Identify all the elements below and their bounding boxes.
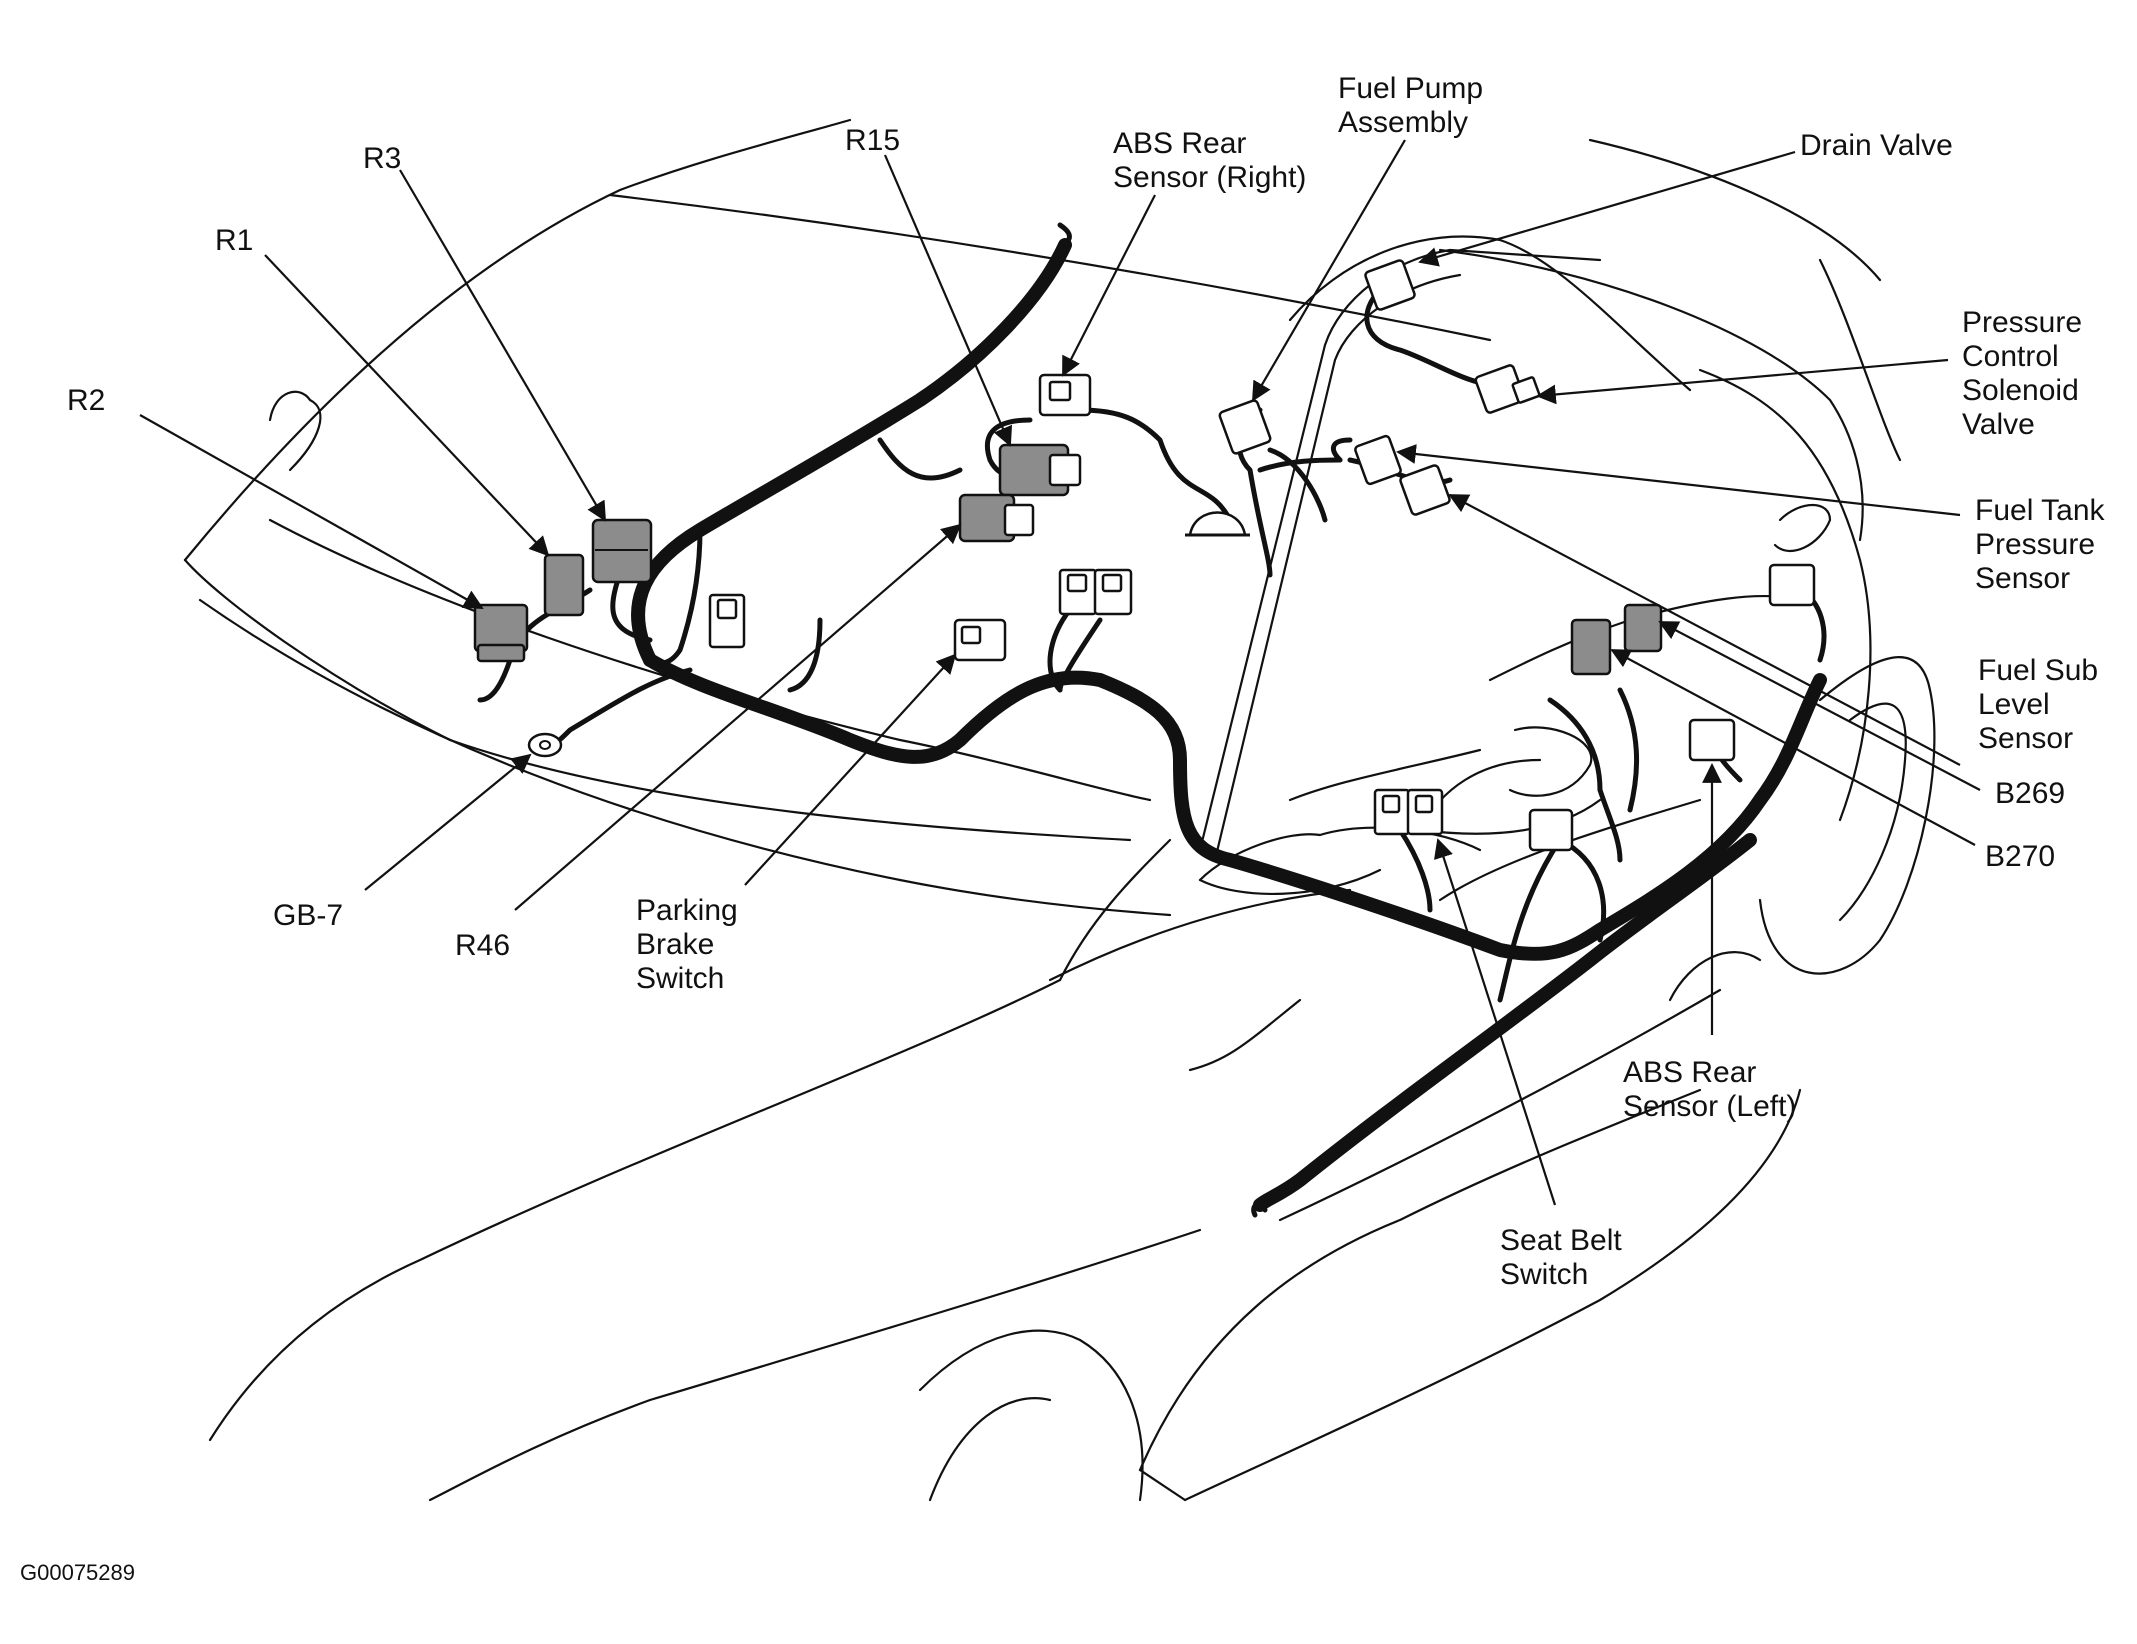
connector-fuel-sub-level <box>1399 464 1451 516</box>
car-body-outline <box>183 118 1936 1502</box>
label-drain-valve: Drain Valve <box>1800 129 1953 162</box>
label-seat-belt-switch: Seat Belt Switch <box>1500 1224 1630 1291</box>
labels: R3 R1 R2 R15 ABS Rear Sensor (Right) Fue… <box>20 72 2113 1585</box>
label-b270: B270 <box>1985 840 2055 873</box>
label-parking-brake-switch: Parking Brake Switch <box>636 894 746 995</box>
ground-gb7 <box>527 732 563 758</box>
label-abs-rear-right: ABS Rear Sensor (Right) <box>1113 127 1306 194</box>
label-r1: R1 <box>215 224 253 257</box>
label-gb7: GB-7 <box>273 899 343 932</box>
connector-seat-belt <box>1373 788 1444 836</box>
connector-abs-rear-left <box>1688 718 1736 762</box>
connector-double-center <box>1058 568 1133 616</box>
connector-r2 <box>473 603 529 663</box>
connectors <box>473 259 1816 852</box>
connector-r3 <box>591 518 653 584</box>
label-pressure-control-solenoid-valve: Pressure Control Solenoid Valve <box>1962 306 2090 441</box>
connector-sill <box>1528 808 1574 852</box>
label-r46: R46 <box>455 929 510 962</box>
connector-parking-brake <box>953 618 1007 662</box>
label-r3: R3 <box>363 142 401 175</box>
connector-fuel-pump <box>1218 399 1272 455</box>
label-abs-rear-left: ABS Rear Sensor (Left) <box>1623 1056 1796 1123</box>
label-r15: R15 <box>845 124 900 157</box>
label-fuel-tank-pressure-sensor: Fuel Tank Pressure Sensor <box>1975 494 2113 595</box>
connector-abs-rear-right <box>1038 373 1092 417</box>
grommet <box>1185 511 1250 537</box>
connector-b269 <box>1623 603 1663 653</box>
connector-right-rear <box>1768 563 1816 607</box>
connector-pressure-control <box>1474 364 1541 414</box>
connector-r46 <box>958 493 1035 543</box>
connector-small-left <box>708 593 746 649</box>
connector-drain-valve <box>1364 259 1416 311</box>
leader-lines <box>139 139 1981 1206</box>
connector-fuel-tank-pressure <box>1354 434 1402 486</box>
connector-r1 <box>543 553 585 617</box>
label-r2: R2 <box>67 384 105 417</box>
label-fuel-sub-level-sensor: Fuel Sub Level Sensor <box>1978 654 2106 755</box>
label-b269: B269 <box>1995 777 2065 810</box>
connector-r15 <box>998 443 1082 497</box>
connector-b270 <box>1570 618 1612 676</box>
figure-code: G00075289 <box>20 1560 135 1585</box>
label-fuel-pump-assembly: Fuel Pump Assembly <box>1338 72 1491 139</box>
